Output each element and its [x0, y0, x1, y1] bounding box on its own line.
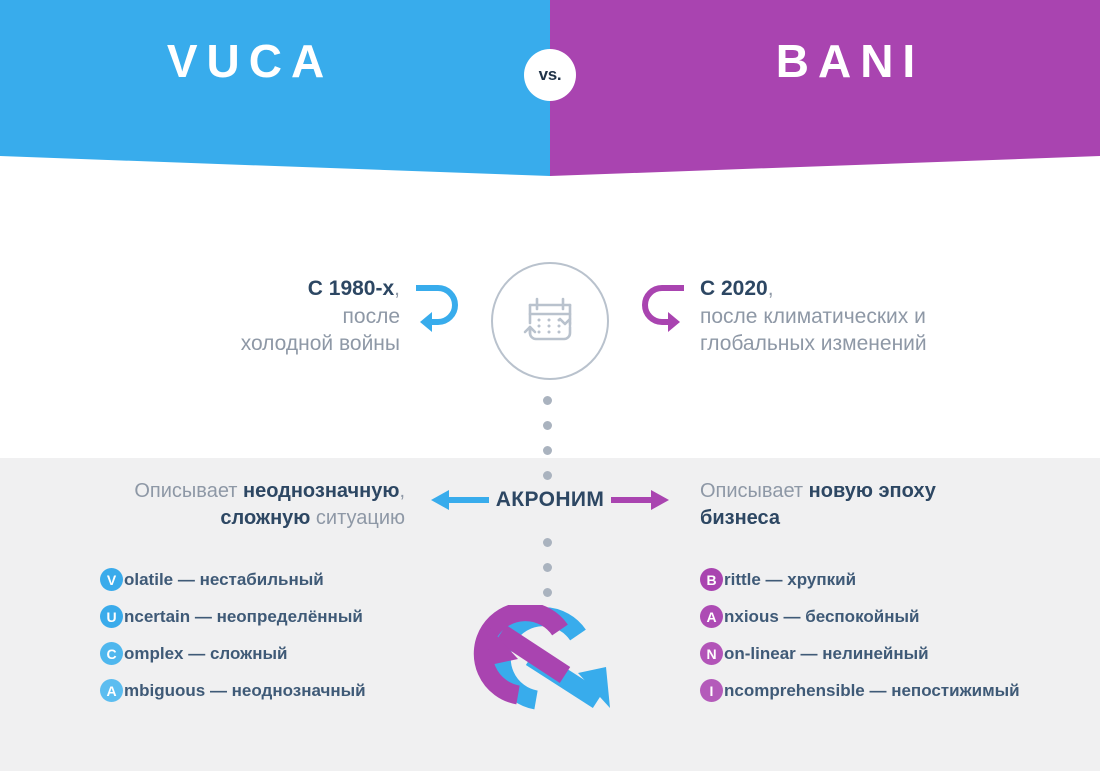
era-right-bold: С 2020 — [700, 277, 768, 300]
letter-badge-a: A — [100, 679, 123, 702]
letter-badge-v: V — [100, 568, 123, 591]
list-item: A nxious — беспокойный — [700, 605, 1020, 628]
connector-dot — [543, 471, 552, 480]
infinity-loop-arrows-icon — [473, 602, 610, 710]
list-item-label: ncomprehensible — непостижимый — [724, 680, 1020, 700]
vuca-acronym-list: V olatile — нестабильный U ncertain — не… — [100, 568, 366, 702]
era-left-bold: С 1980-х — [307, 277, 395, 300]
calendar-refresh-icon — [523, 297, 572, 341]
era-left-line3: холодной войны — [240, 332, 400, 356]
list-item: N on-linear — нелинейный — [700, 642, 1020, 665]
connector-dot — [543, 421, 552, 430]
list-item-label: mbiguous — неоднозначный — [124, 680, 366, 700]
list-item: U ncertain — неопределённый — [100, 605, 366, 628]
describes-left-bold2: сложную — [220, 507, 311, 529]
era-right-line3: глобальных изменений — [700, 332, 927, 356]
list-item: I ncomprehensible — непостижимый — [700, 679, 1020, 702]
era-left-comma: , — [394, 277, 400, 300]
acronym-row: АКРОНИМ — [420, 487, 680, 513]
banner-left-blue — [0, 0, 550, 177]
describes-left-comma: , — [399, 480, 405, 502]
letter-badge-b: B — [700, 568, 723, 591]
page-title-vuca: VUCA — [166, 35, 334, 87]
list-item: C omplex — сложный — [100, 642, 366, 665]
describes-right-bold2: бизнеса — [700, 507, 781, 529]
header-banner: VUCA BANI vs. — [0, 0, 1100, 180]
acronym-label: АКРОНИМ — [495, 488, 605, 511]
letter-badge-a: A — [700, 605, 723, 628]
letter-badge-i: I — [700, 679, 723, 702]
era-left-line2: после — [342, 304, 400, 328]
connector-dot — [543, 563, 552, 572]
banner-right-purple — [550, 0, 1100, 177]
curved-arrow-right-purple-icon — [642, 285, 684, 332]
list-item-label: omplex — сложный — [124, 643, 288, 663]
vs-badge: vs. — [524, 49, 576, 101]
connector-dot — [543, 588, 552, 597]
calendar-icon-circle — [491, 262, 609, 380]
era-text-bani: С 2020, после климатических и глобальных… — [700, 275, 1060, 358]
arrow-left-blue-icon — [430, 490, 489, 510]
list-item-label: rittle — хрупкий — [724, 569, 857, 589]
list-item-label: ncertain — неопределённый — [124, 606, 363, 626]
curved-arrow-left-blue-icon — [416, 285, 458, 332]
describes-text-bani: Описывает новую эпоху бизнеса — [700, 478, 1070, 532]
list-item: A mbiguous — неоднозначный — [100, 679, 366, 702]
describes-left-suffix: ситуацию — [310, 507, 405, 529]
arrow-right-purple-icon — [611, 490, 670, 510]
letter-badge-n: N — [700, 642, 723, 665]
describes-left-bold1: неоднозначную — [243, 480, 400, 502]
connector-dot — [543, 538, 552, 547]
list-item: V olatile — нестабильный — [100, 568, 366, 591]
describes-right-bold1: новую эпоху — [808, 480, 936, 502]
letter-badge-c: C — [100, 642, 123, 665]
dotted-connector-top — [543, 396, 552, 480]
connector-dot — [543, 396, 552, 405]
era-text-vuca: С 1980-х, после холодной войны — [60, 275, 400, 358]
describes-right-prefix: Описывает — [700, 480, 809, 502]
list-item: B rittle — хрупкий — [700, 568, 1020, 591]
era-right-comma: , — [767, 277, 774, 300]
list-item-label: olatile — нестабильный — [124, 569, 324, 589]
bani-acronym-list: B rittle — хрупкий A nxious — беспокойны… — [700, 568, 1020, 702]
list-item-label: on-linear — нелинейный — [724, 643, 929, 663]
era-right-line2: после климатических и — [700, 304, 926, 328]
page-title-bani: BANI — [775, 35, 925, 87]
letter-badge-u: U — [100, 605, 123, 628]
infinity-loop-wrap — [428, 602, 668, 725]
list-item-label: nxious — беспокойный — [724, 606, 920, 626]
describes-text-vuca: Описывает неоднозначную, сложную ситуаци… — [50, 478, 405, 532]
describes-left-prefix: Описывает — [134, 480, 243, 502]
connector-dot — [543, 446, 552, 455]
